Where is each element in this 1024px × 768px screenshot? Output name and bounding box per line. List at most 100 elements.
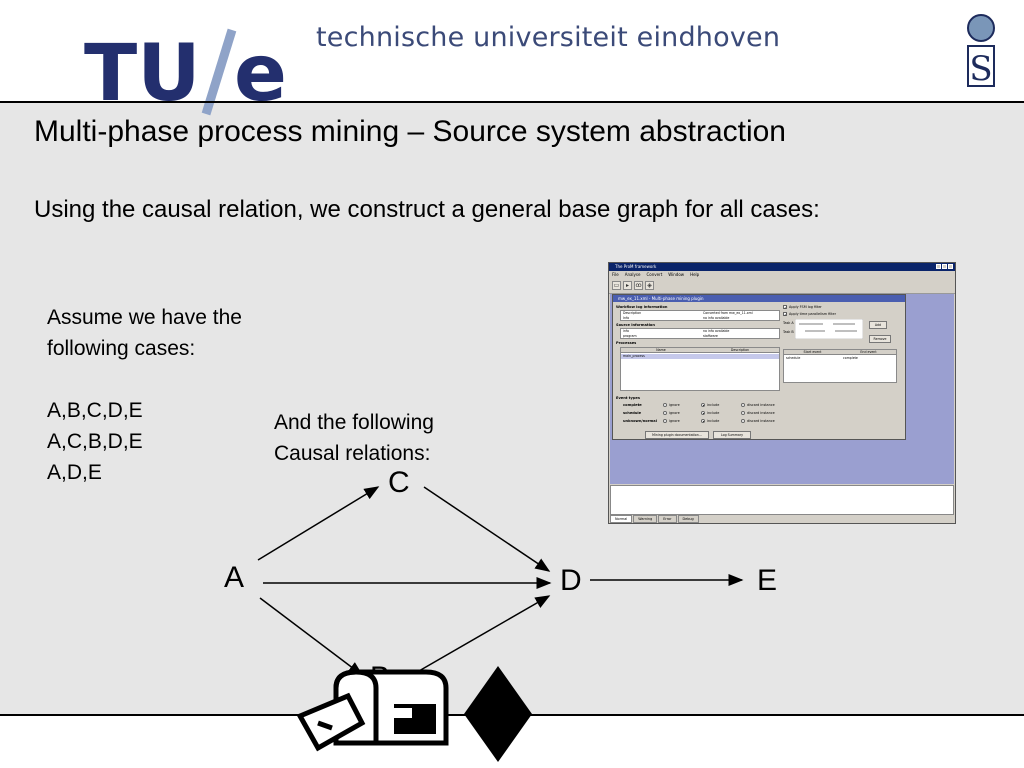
plugin-documentation-button[interactable]: Mining plugin documentation... bbox=[645, 431, 709, 439]
column-header[interactable]: Name bbox=[621, 348, 701, 353]
time-pattern-diagram bbox=[795, 319, 863, 339]
prom-menubar: File Analyse Convert Window Help bbox=[609, 271, 955, 278]
svg-text:S: S bbox=[969, 49, 992, 88]
ignore-radio[interactable] bbox=[663, 403, 667, 407]
event-pair-table[interactable]: Start event End event schedule complete bbox=[783, 349, 897, 383]
prom-titlebar: The ProM framework bbox=[609, 263, 955, 271]
table-cell[interactable]: complete bbox=[843, 356, 858, 360]
apply-fsm-checkbox[interactable]: ✓ bbox=[783, 305, 788, 310]
slide-header: TU e technische universiteit eindhoven S bbox=[0, 0, 1024, 117]
table-cell: program bbox=[623, 334, 637, 338]
open-folder-icon[interactable]: ▭ bbox=[612, 281, 621, 290]
slide-subtitle: Using the causal relation, we construct … bbox=[34, 196, 820, 223]
table-cell[interactable]: schedule bbox=[786, 356, 801, 360]
edge-a-c bbox=[257, 486, 380, 561]
tab-normal[interactable]: Normal bbox=[610, 515, 633, 523]
table-cell: Info bbox=[623, 316, 630, 320]
apply-time-label: Apply time parallelism filter bbox=[789, 312, 836, 316]
minimize-icon[interactable] bbox=[936, 264, 941, 269]
mining-plugin-window: mw_ex_11.xml - Multi-phase mining plugin… bbox=[612, 294, 906, 440]
prom-title: The ProM framework bbox=[615, 264, 657, 269]
column-header[interactable]: End event bbox=[841, 350, 896, 355]
edge-b-d bbox=[411, 595, 551, 676]
remove-button[interactable]: Remove bbox=[869, 335, 891, 343]
close-icon[interactable] bbox=[948, 264, 953, 269]
table-cell: no info available bbox=[703, 316, 730, 320]
tab-debug[interactable]: Debug bbox=[677, 515, 699, 523]
edge-c-d bbox=[423, 486, 551, 572]
include-radio[interactable] bbox=[701, 403, 705, 407]
menu-convert[interactable]: Convert bbox=[646, 272, 663, 277]
table-cell: info bbox=[623, 329, 629, 333]
processes-label: Processes bbox=[616, 341, 637, 345]
maximize-icon[interactable] bbox=[942, 264, 947, 269]
discard-radio[interactable] bbox=[741, 419, 745, 423]
radio-label: ignore bbox=[669, 419, 680, 423]
radio-label: discard instance bbox=[747, 419, 775, 423]
radio-label: discard instance bbox=[747, 403, 775, 407]
table-cell: Description bbox=[623, 311, 642, 315]
binoculars-icon[interactable]: ꝏ bbox=[634, 281, 643, 290]
university-name: technische universiteit eindhoven bbox=[316, 22, 781, 53]
source-info-table: info no info available program staffware bbox=[620, 328, 780, 339]
causal-intro: And the following Causal relations: bbox=[274, 411, 434, 465]
event-type-name: schedule bbox=[623, 411, 642, 415]
workflow-info-table: Description Converted from mw_ex_11.xml … bbox=[620, 310, 780, 321]
table-cell: Converted from mw_ex_11.xml bbox=[703, 311, 753, 315]
source-info-label: Source information bbox=[616, 323, 655, 327]
play-icon[interactable]: ▸ bbox=[623, 281, 632, 290]
tab-error[interactable]: Error bbox=[658, 515, 677, 523]
menu-window[interactable]: Window bbox=[668, 272, 685, 277]
prom-toolbar: ▭ ▸ ꝏ ◈ bbox=[609, 278, 955, 294]
table-cell: staffware bbox=[703, 334, 718, 338]
apply-time-checkbox[interactable]: ✓ bbox=[783, 312, 788, 317]
node-a: A bbox=[224, 561, 245, 594]
task-a-label: Task A bbox=[783, 321, 794, 325]
add-button[interactable]: Add bbox=[869, 321, 887, 329]
node-e: E bbox=[757, 564, 778, 597]
cases-list: A,B,C,D,E A,C,B,D,E A,D,E bbox=[47, 395, 143, 488]
task-b-label: Task B bbox=[783, 330, 794, 334]
node-c: C bbox=[388, 466, 410, 499]
include-radio[interactable] bbox=[701, 411, 705, 415]
prom-screenshot: The ProM framework File Analyse Convert … bbox=[608, 262, 956, 524]
ignore-radio[interactable] bbox=[663, 419, 667, 423]
case-item: A,D,E bbox=[47, 461, 102, 484]
discard-radio[interactable] bbox=[741, 411, 745, 415]
radio-label: discard instance bbox=[747, 411, 775, 415]
include-radio[interactable] bbox=[701, 419, 705, 423]
column-header[interactable]: Start event bbox=[784, 350, 841, 355]
header-divider bbox=[0, 101, 1024, 103]
diamond-icon bbox=[464, 666, 532, 762]
log-summary-button[interactable]: Log Summary bbox=[713, 431, 751, 439]
table-row[interactable]: main_process bbox=[621, 354, 779, 359]
table-cell: no info available bbox=[703, 329, 730, 333]
event-type-name: complete bbox=[623, 403, 642, 407]
event-type-name: unknown/normal bbox=[623, 419, 657, 423]
discard-radio[interactable] bbox=[741, 403, 745, 407]
menu-analyse[interactable]: Analyse bbox=[624, 272, 641, 277]
workflow-info-label: Workflow log information bbox=[616, 305, 668, 309]
radio-label: ignore bbox=[669, 411, 680, 415]
cases-intro: Assume we have the following cases: bbox=[47, 306, 242, 360]
message-log-area[interactable] bbox=[610, 485, 954, 515]
menu-help[interactable]: Help bbox=[690, 272, 700, 277]
node-d: D bbox=[560, 564, 582, 597]
tab-warning[interactable]: Warning bbox=[633, 515, 658, 523]
ignore-radio[interactable] bbox=[663, 411, 667, 415]
slide-title: Multi-phase process mining – Source syst… bbox=[34, 115, 786, 148]
mailbox-icon bbox=[296, 669, 449, 752]
menu-file[interactable]: File bbox=[612, 272, 619, 277]
mining-plugin-title: mw_ex_11.xml - Multi-phase mining plugin bbox=[613, 295, 905, 302]
radio-label: include bbox=[707, 403, 720, 407]
diamond-icon[interactable]: ◈ bbox=[645, 281, 654, 290]
log-tabs: Normal Warning Error Debug bbox=[610, 515, 699, 523]
case-item: A,B,C,D,E bbox=[47, 399, 143, 422]
radio-label: include bbox=[707, 411, 720, 415]
column-header[interactable]: Description bbox=[701, 348, 779, 353]
radio-label: include bbox=[707, 419, 720, 423]
event-types-label: Event types bbox=[616, 396, 640, 400]
apply-fsm-label: Apply FSM log filter bbox=[789, 305, 822, 309]
processes-table[interactable]: Name Description main_process bbox=[620, 347, 780, 391]
